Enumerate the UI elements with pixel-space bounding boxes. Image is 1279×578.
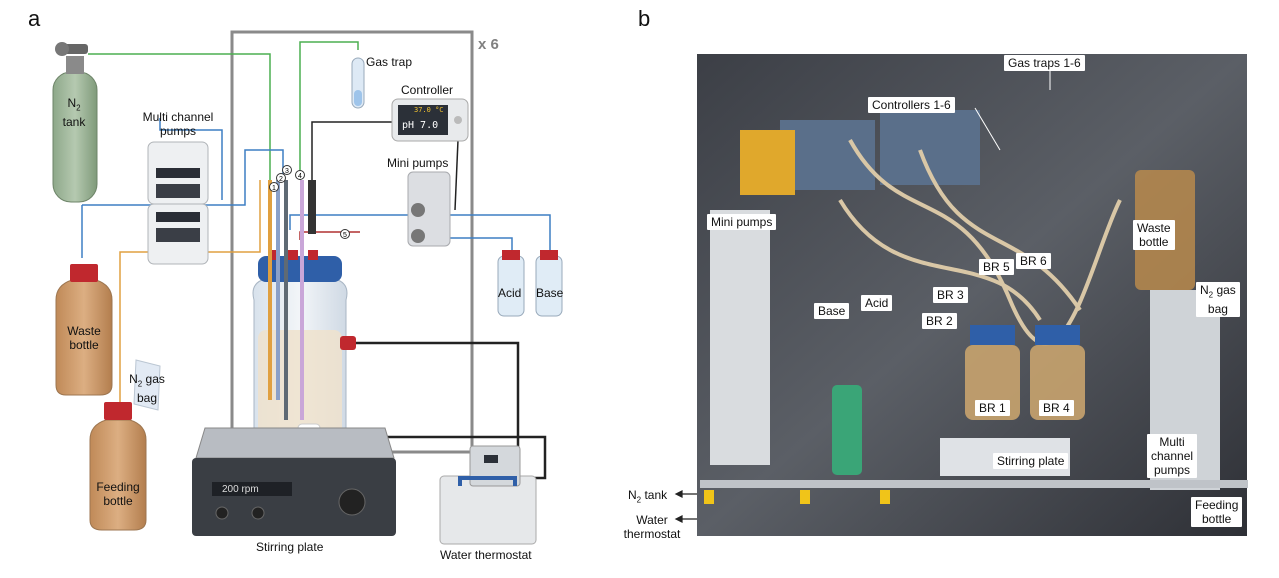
water-thermostat-label: Water thermostat <box>440 548 532 562</box>
waste-line-1: Waste <box>67 324 101 338</box>
photo-label-acid: Acid <box>861 295 893 311</box>
controller-ph-readout: pH 7.0 <box>402 120 439 131</box>
feeding-bottle-label: Feeding bottle <box>90 480 146 508</box>
feeding-line-2: bottle <box>103 494 133 508</box>
photo-feeding-line-1: Feeding <box>1195 498 1239 512</box>
photo-label-n2-gas-bag: N2 gas bag <box>1196 282 1240 318</box>
mini-pumps-label: Mini pumps <box>387 156 449 170</box>
stirring-plate-illustration <box>192 427 396 536</box>
photo-label-stirring-plate: Stirring plate <box>993 453 1069 469</box>
photo-label-waste-bottle: Waste bottle <box>1133 220 1175 250</box>
b-n2-tank-sub: 2 <box>636 495 642 505</box>
n2-tank-label-n: N <box>67 96 77 110</box>
panel-b-letter: b <box>638 6 651 31</box>
n2-tank-label: N2 tank <box>52 96 96 129</box>
gas-trap-label: Gas trap <box>366 55 413 69</box>
panel-a-letter: a <box>28 6 41 31</box>
base-bottle-illustration <box>535 250 563 317</box>
b-n2-tank-n: N <box>628 488 637 502</box>
n2-bag-n: N <box>129 372 138 386</box>
b-n2-tank-tank: tank <box>641 488 668 502</box>
multi-channel-pumps-illustration <box>147 141 209 265</box>
port-4: 4 <box>298 173 302 180</box>
controller-illustration <box>391 98 469 142</box>
port-2: 2 <box>279 176 283 183</box>
multi-pumps-line-2: pumps <box>159 124 197 138</box>
waste-bottle-illustration <box>55 264 113 396</box>
n2-bag-gas: gas <box>142 372 165 386</box>
photo-n2-bag-sub: 2 <box>1208 290 1214 300</box>
port-1: 1 <box>272 185 276 192</box>
photo-n2-bag-gas: gas <box>1213 283 1236 297</box>
photo-label-br1: BR 1 <box>975 400 1010 416</box>
multi-channel-pumps-label: Multi channel pumps <box>128 110 228 138</box>
waste-bottle-label: Waste bottle <box>56 324 112 352</box>
n2-bag-sub: 2 <box>137 379 143 389</box>
acid-label: Acid <box>498 286 522 300</box>
photo-multi-line-1: Multi <box>1159 435 1185 449</box>
photo-label-br2: BR 2 <box>922 313 957 329</box>
photo-multi-line-3: pumps <box>1154 463 1191 477</box>
photo-label-br3: BR 3 <box>933 287 968 303</box>
panel-b-arrows <box>674 490 697 523</box>
controller-label: Controller <box>401 83 454 97</box>
photo-label-gas-traps: Gas traps 1-6 <box>1004 55 1085 71</box>
photo-label-br5: BR 5 <box>979 259 1014 275</box>
photo-waste-line-2: bottle <box>1139 235 1169 249</box>
photo-label-multi-channel-pumps: Multi channel pumps <box>1147 434 1198 478</box>
water-thermostat-illustration <box>439 445 537 545</box>
photo-label-controllers: Controllers 1-6 <box>868 97 955 113</box>
n2-tank-label-sub: 2 <box>76 103 81 113</box>
base-label: Base <box>536 286 564 300</box>
photo-label-feeding-bottle: Feeding bottle <box>1191 497 1243 527</box>
multi-pumps-line-1: Multi channel <box>142 110 214 124</box>
n2-gas-bag-label: N2 gas bag <box>124 372 170 405</box>
port-number-markers: 1 2 3 4 5 <box>269 165 350 239</box>
b-water-line-2: thermostat <box>623 527 681 541</box>
mini-pumps-illustration <box>407 171 451 247</box>
photo-feeding-line-2: bottle <box>1202 512 1232 526</box>
acid-bottle-illustration <box>497 250 525 317</box>
n2-bag-bag: bag <box>136 391 158 406</box>
photo-label-br6: BR 6 <box>1016 253 1051 269</box>
n2-tank-arrow-label: N2 tank <box>628 488 667 507</box>
photo-label-mini-pumps: Mini pumps <box>707 214 777 230</box>
gas-trap-illustration <box>351 57 365 109</box>
waste-line-2: bottle <box>69 338 99 352</box>
feeding-line-1: Feeding <box>96 480 140 494</box>
port-5: 5 <box>343 232 347 239</box>
n2-gas-bag-illustration <box>133 359 161 411</box>
photo-n2-bag-n: N <box>1200 283 1209 297</box>
photo-n2-bag-bag: bag <box>1207 302 1228 317</box>
photo-waste-line-1: Waste <box>1137 221 1171 235</box>
photo-label-br4: BR 4 <box>1039 400 1074 416</box>
n2-tank-illustration <box>52 42 98 203</box>
stirring-plate-label: Stirring plate <box>256 540 324 554</box>
photo-label-pointers <box>974 70 1051 151</box>
photo-multi-line-2: channel <box>1151 449 1194 463</box>
b-water-line-1: Water <box>636 513 668 527</box>
water-thermostat-arrow-label: Water thermostat <box>620 513 684 541</box>
photo-label-base: Base <box>814 303 850 319</box>
feeding-bottle-illustration <box>89 402 147 531</box>
port-3: 3 <box>285 168 289 175</box>
n2-tank-label-tank: tank <box>62 115 86 130</box>
controller-temp-readout: 37.0 °C <box>414 106 444 114</box>
bioreactor-illustration <box>252 180 356 446</box>
rpm-readout: 200 rpm <box>222 484 259 495</box>
replication-multiplier: x 6 <box>478 36 499 53</box>
